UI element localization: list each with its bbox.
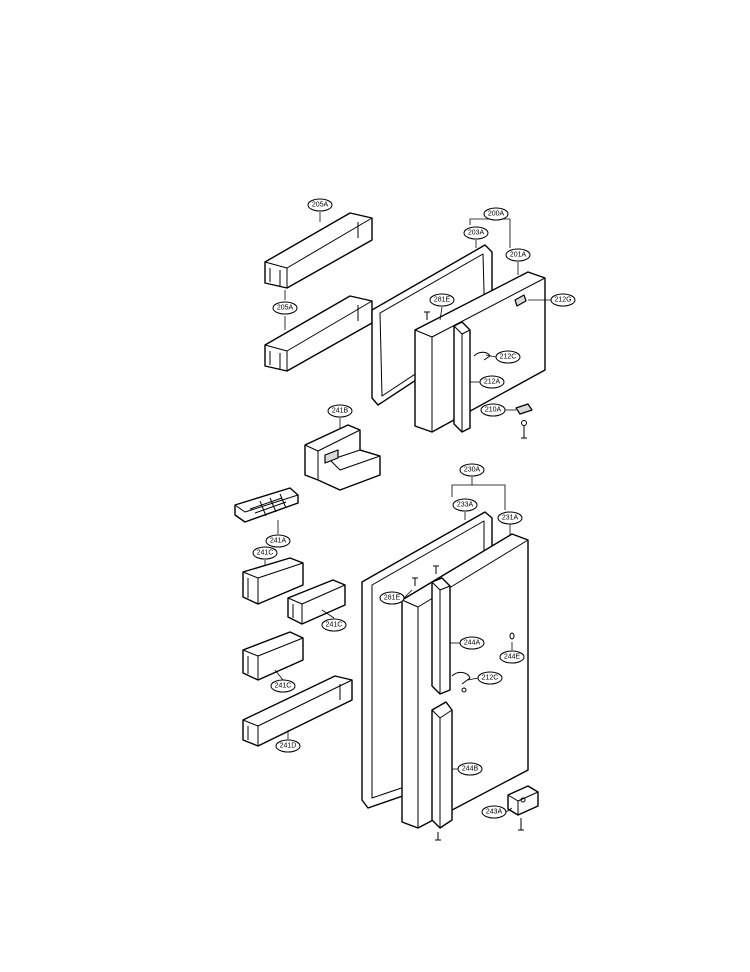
bottom-hinge-243a (507, 785, 539, 831)
ice-bucket-241b (304, 424, 381, 491)
callout-text: 241C (257, 550, 274, 557)
door-bin-241c-2 (287, 579, 346, 625)
callout-212c-top: 212C (495, 350, 521, 364)
callout-244a: 244A (459, 636, 485, 650)
callout-text: 212C (482, 675, 499, 682)
callout-text: 243A (486, 809, 503, 816)
callout-212c-bottom: 212C (477, 671, 503, 685)
callout-text: 212A (484, 379, 501, 386)
callout-text: 231A (502, 515, 519, 522)
callout-text: 212G (554, 297, 571, 304)
callout-text: 210A (485, 407, 502, 414)
callout-233a: 233A (452, 498, 478, 512)
callout-244b: 244B (457, 762, 483, 776)
fridge-handle-244a (431, 577, 451, 695)
door-bin-205a-lower (264, 295, 373, 372)
callout-230a: 230A (459, 463, 485, 477)
callout-text: 244A (464, 640, 481, 647)
callout-212a: 212A (479, 375, 505, 389)
callout-281e-top: 281E (429, 293, 455, 307)
callout-244e: 244E (499, 650, 525, 664)
callout-281e-bottom: 281E (379, 591, 405, 605)
callout-text: 241B (332, 408, 349, 415)
callout-203a: 203A (463, 226, 489, 240)
callout-241c-2: 241C (321, 618, 347, 632)
screw-281e-bottom (412, 565, 439, 586)
egg-tray-241a (234, 487, 299, 523)
callout-text: 281E (384, 595, 401, 602)
callout-text: 241C (275, 683, 292, 690)
callout-text: 200A (488, 211, 505, 218)
callout-205a-lower: 205A (272, 301, 298, 315)
door-bin-205a-upper (264, 212, 373, 289)
callout-200a: 200A (483, 207, 509, 221)
fridge-handle-244b (431, 701, 453, 841)
callout-text: 241C (326, 622, 343, 629)
callout-212g: 212G (550, 293, 576, 307)
callout-210a: 210A (480, 403, 506, 417)
callout-text: 233A (457, 502, 474, 509)
callout-241b: 241B (327, 404, 353, 418)
callout-241c-3: 241C (270, 679, 296, 693)
callout-text: 230A (464, 467, 481, 474)
door-bin-241c-3 (242, 631, 304, 681)
callout-text: 201A (510, 252, 527, 259)
callout-text: 212C (500, 354, 517, 361)
hinge-210a (515, 403, 533, 439)
callout-241c-1: 241C (252, 546, 278, 560)
callout-205a-upper: 205A (307, 198, 333, 212)
door-bin-241c-1 (242, 557, 304, 605)
callout-text: 241D (280, 743, 297, 750)
callout-text: 241A (270, 538, 287, 545)
callout-241d: 241D (275, 739, 301, 753)
clip-212c-bottom (451, 671, 471, 693)
callout-text: 281E (434, 297, 451, 304)
screw-281e-top (424, 311, 430, 320)
callout-243a: 243A (481, 805, 507, 819)
callout-text: 244B (462, 766, 479, 773)
leader-lines (264, 212, 552, 813)
callout-text: 244E (504, 654, 521, 661)
callout-text: 205A (277, 305, 294, 312)
callout-text: 205A (312, 202, 329, 209)
door-bin-241d (242, 675, 353, 747)
callout-241a: 241A (265, 534, 291, 548)
freezer-handle-212a (453, 321, 471, 433)
callout-text: 203A (468, 230, 485, 237)
callout-201a: 201A (505, 248, 531, 262)
callout-231a: 231A (497, 511, 523, 525)
